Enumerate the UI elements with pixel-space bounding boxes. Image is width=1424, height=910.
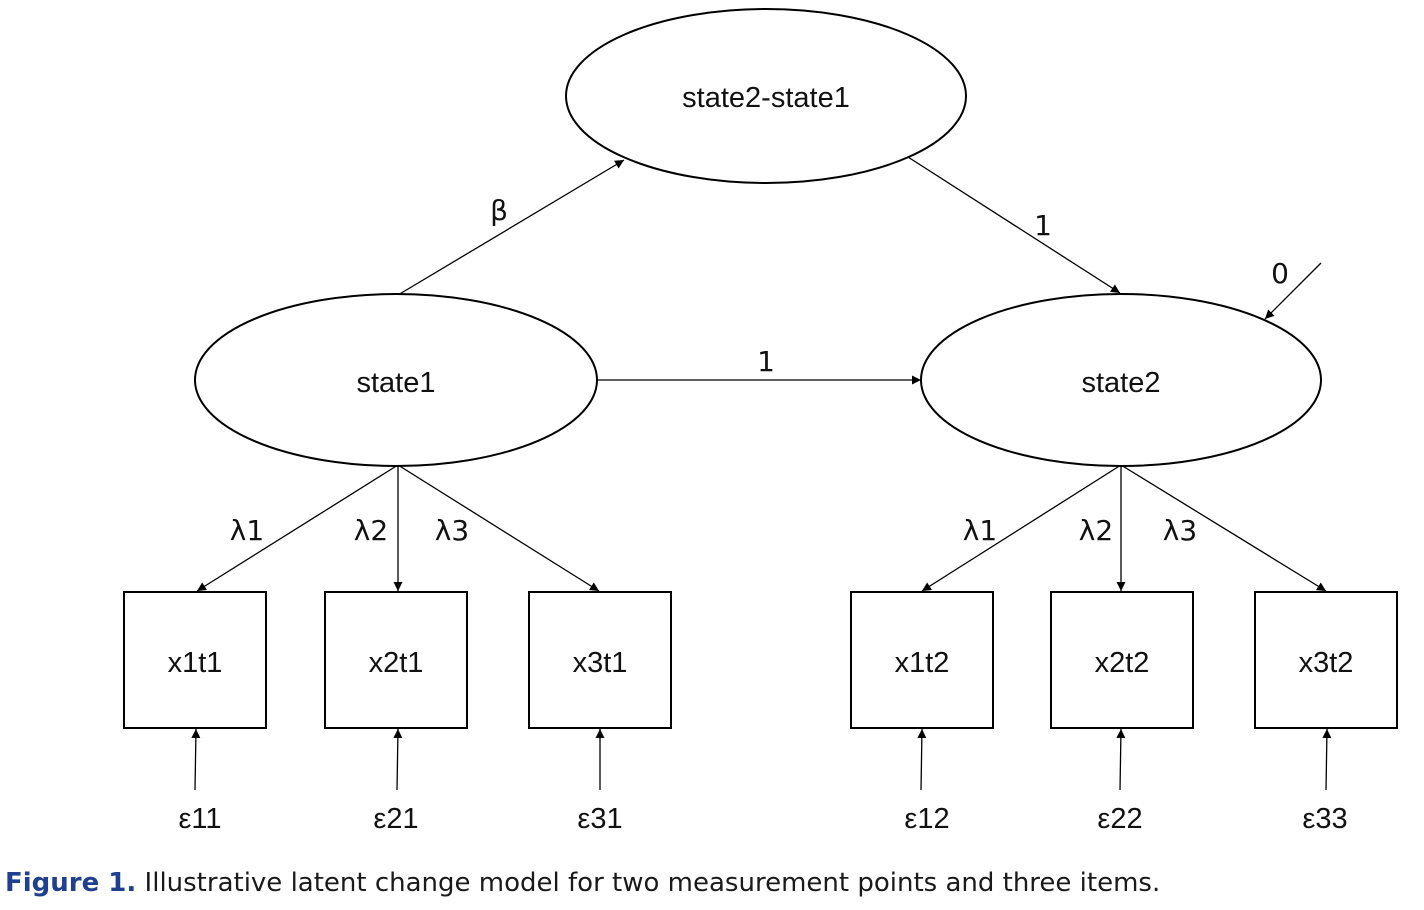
path-label-t1-lambda2: λ2: [354, 514, 388, 547]
latent-change-diagram: state2-state1 state1 state2 x1t1 x2t1 x3…: [123, 8, 1398, 835]
path-label-t1-lambda3: λ3: [435, 514, 469, 547]
path-label-beta: β: [490, 194, 508, 227]
error-e33: ε33: [1302, 803, 1347, 835]
indicator-x2t1: x2t1: [324, 591, 468, 729]
indicator-x3t2-label: x3t2: [1299, 647, 1354, 679]
indicator-x3t1-box: [528, 591, 672, 729]
indicator-x3t2: x3t2: [1254, 591, 1398, 729]
latent-diff-ellipse: [565, 8, 967, 184]
indicator-x1t1: x1t1: [123, 591, 267, 729]
path-label-state1-to-state2: 1: [757, 345, 775, 378]
indicator-x2t1-label: x2t1: [369, 647, 424, 679]
edge-state1-to-x3t1: [397, 464, 600, 592]
edge-e33-to-x3t2: [1322, 728, 1332, 791]
latent-state2: state2: [920, 293, 1322, 467]
indicator-x2t2-label: x2t2: [1095, 647, 1150, 679]
path-label-t2-lambda1: λ1: [963, 514, 997, 547]
latent-state2-ellipse: [920, 293, 1322, 467]
indicator-x1t2: x1t2: [850, 591, 994, 729]
edge-state2-to-x1t2: [921, 464, 1122, 592]
latent-state1-ellipse: [194, 293, 598, 467]
edge-e22-to-x2t2: [1116, 728, 1126, 791]
latent-state2-label: state2: [1082, 367, 1161, 399]
latent-state1: state1: [194, 293, 598, 467]
indicator-x1t1-box: [123, 591, 267, 729]
edge-state1-to-x1t1: [196, 464, 399, 592]
figure-caption-text: Illustrative latent change model for two…: [144, 868, 1161, 898]
error-e11: ε11: [178, 803, 221, 835]
indicator-x3t2-box: [1254, 591, 1398, 729]
edge-diff-to-state2: [907, 156, 1121, 294]
error-e21: ε21: [373, 803, 418, 835]
indicator-x3t1: x3t1: [528, 591, 672, 729]
latent-diff: state2-state1: [565, 8, 967, 184]
latent-diff-label: state2-state1: [682, 82, 850, 114]
edge-e12-to-x1t2: [917, 728, 927, 791]
indicator-x2t2: x2t2: [1050, 591, 1194, 729]
latent-state1-label: state1: [357, 367, 436, 399]
indicator-x1t1-label: x1t1: [168, 647, 223, 679]
edge-state2-to-x3t2: [1120, 464, 1327, 592]
edges: [191, 156, 1332, 791]
indicator-x2t1-box: [324, 591, 468, 729]
edge-e11-to-x1t1: [191, 728, 201, 791]
error-e31: ε31: [577, 803, 622, 835]
error-e12: ε12: [904, 803, 949, 835]
path-label-diff-to-state2: 1: [1034, 209, 1052, 242]
path-label-t2-lambda3: λ3: [1163, 514, 1197, 547]
indicator-x3t1-label: x3t1: [573, 647, 628, 679]
edge-e21-to-x2t1: [393, 728, 403, 791]
edge-residual-to-state2: [1264, 262, 1322, 320]
path-label-t2-lambda2: λ2: [1079, 514, 1113, 547]
figure-caption: Figure 1. Illustrative latent change mod…: [5, 868, 1160, 898]
figure-caption-label: Figure 1.: [5, 868, 137, 898]
edge-state1-to-diff: [397, 159, 625, 296]
indicator-x2t2-box: [1050, 591, 1194, 729]
error-e22: ε22: [1097, 803, 1142, 835]
indicator-x1t2-label: x1t2: [895, 647, 950, 679]
path-label-t1-lambda1: λ1: [230, 514, 264, 547]
indicator-x1t2-box: [850, 591, 994, 729]
path-label-state2-residual: 0: [1271, 257, 1289, 290]
